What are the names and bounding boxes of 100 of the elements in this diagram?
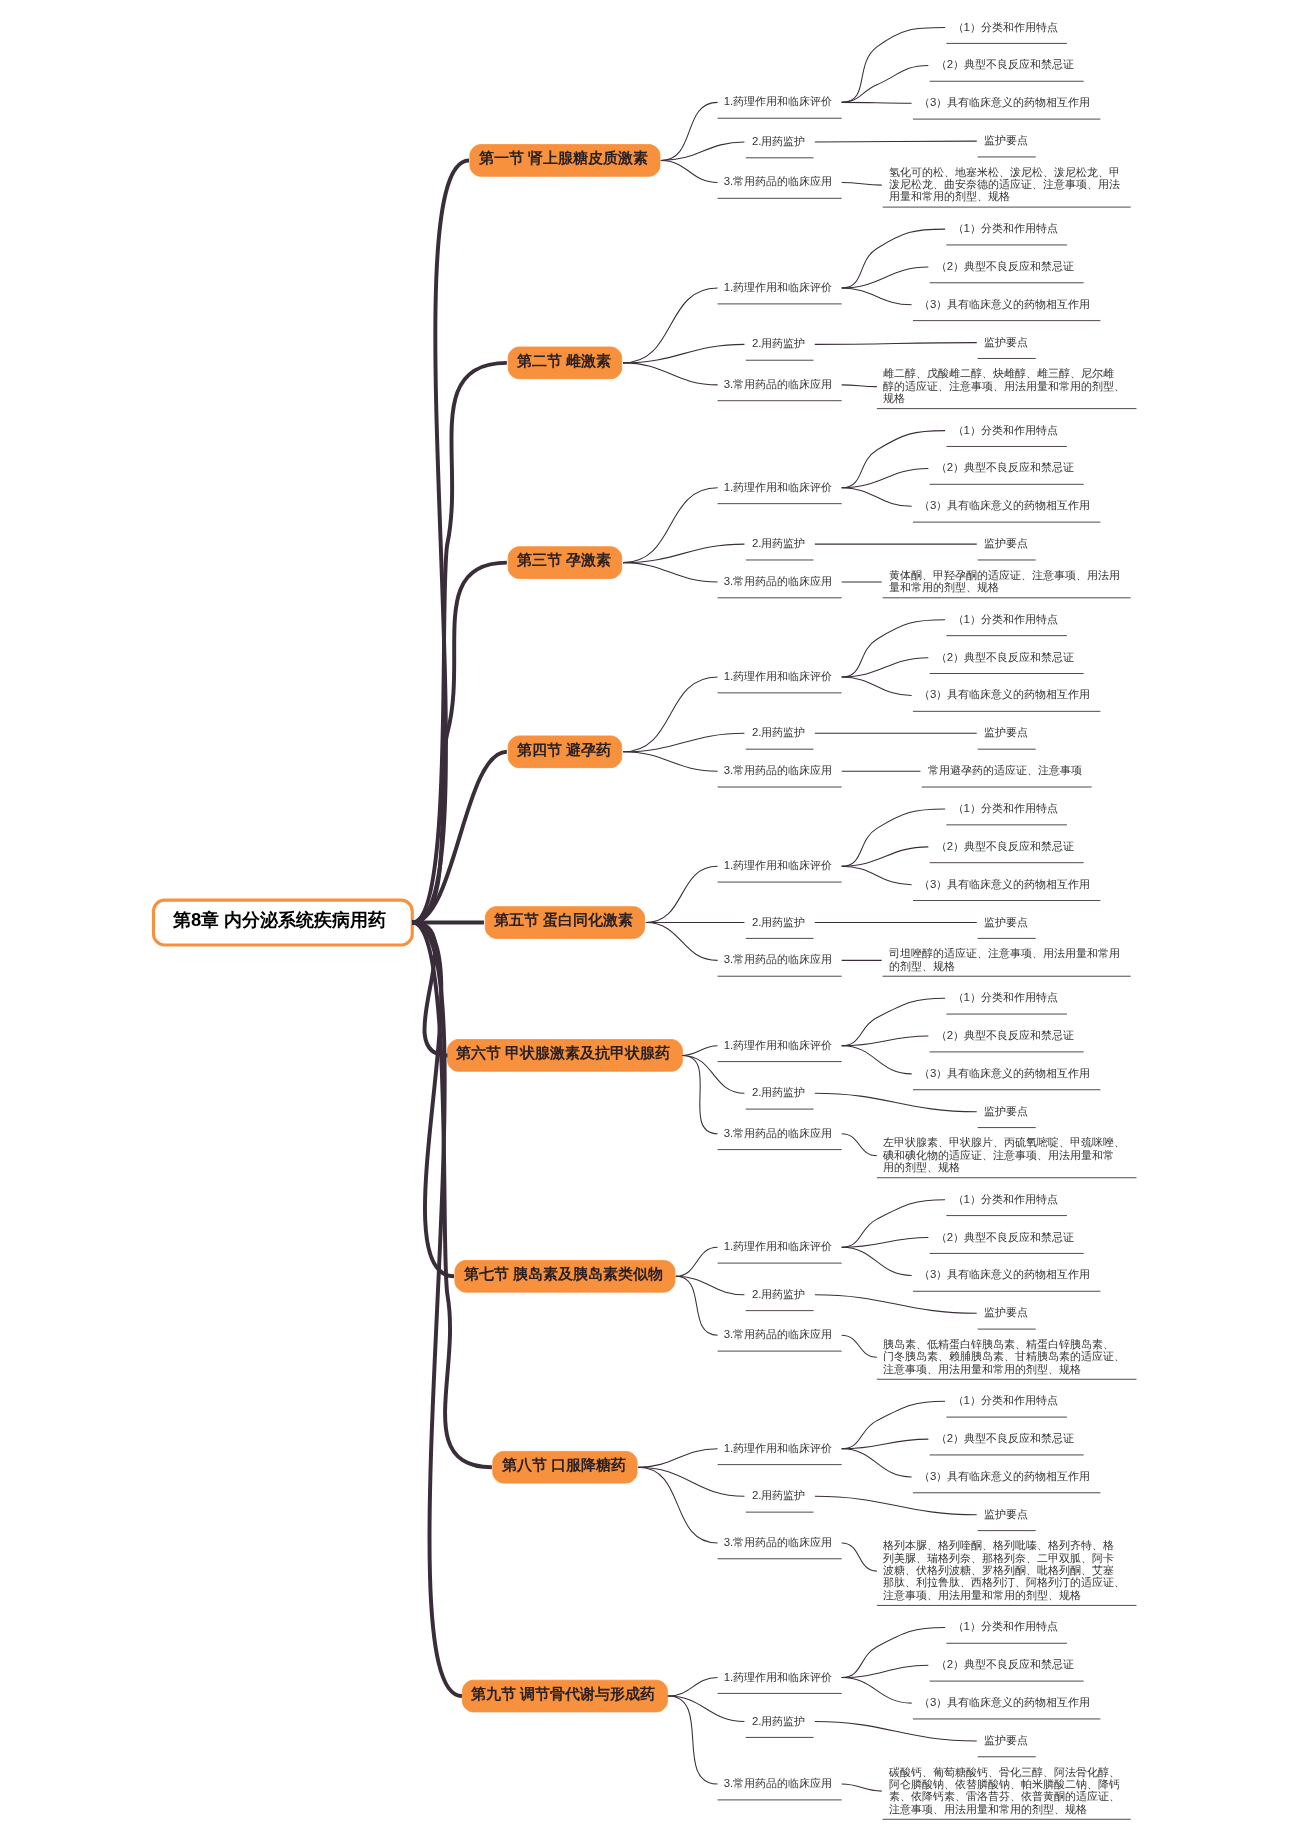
connector: [840, 1133, 877, 1157]
connector: [813, 1495, 977, 1516]
node-text: （1）分类和作用特点: [952, 423, 1058, 436]
node-text: 司坦唑醇的适应证、注意事项、用法用量和常用的剂型、规格: [888, 947, 1120, 972]
node-text: 1.药理作用和临床评价: [723, 1441, 832, 1454]
connector: [813, 922, 977, 924]
node-text: （2）典型不良反应和禁忌证: [935, 58, 1074, 71]
node-text: 2.用药监护: [751, 915, 805, 928]
node-text: 监护要点: [983, 1306, 1028, 1319]
node-text: 氢化可的松、地塞米松、泼尼松、泼尼松龙、甲泼尼松龙、曲安奈德的适应证、注意事项、用法用量和常用的剂型、规格: [888, 165, 1120, 203]
connector: [621, 562, 718, 583]
connector: [840, 959, 882, 961]
node-text: 3.常用药品的临床应用: [723, 764, 832, 777]
node-text: 雌二醇、戊酸雌二醇、炔雌醇、雌三醇、尼尔雌醇的适应证、注意事项、用法用量和常用的剂型、规格: [882, 367, 1125, 404]
node-text: 2.用药监护: [751, 1287, 805, 1300]
node-text: （3）具有临床意义的药物相互作用: [918, 96, 1090, 109]
connector: [840, 676, 912, 697]
node-box: 第六节 甲状腺激素及抗甲状腺药: [446, 1039, 683, 1072]
connector: [840, 266, 929, 289]
connector: [813, 1294, 977, 1314]
node-text: 1.药理作用和临床评价: [723, 670, 832, 683]
node-text: 1.药理作用和临床评价: [723, 859, 832, 872]
connector: [840, 1246, 912, 1276]
connector: [813, 543, 977, 545]
node-box: 第五节 蛋白同化激素: [484, 906, 645, 939]
node-text: （2）典型不良反应和禁忌证: [935, 1658, 1074, 1671]
node-text: （3）具有临床意义的药物相互作用: [918, 1066, 1090, 1079]
node-text: （1）分类和作用特点: [952, 1620, 1058, 1633]
node-box: 第二节 雌激素: [507, 346, 622, 380]
connector: [840, 1783, 882, 1792]
connector: [840, 287, 912, 306]
node-text: 3.常用药品的临床应用: [723, 1126, 832, 1139]
node-text: （2）典型不良反应和禁忌证: [935, 1230, 1074, 1243]
connector: [840, 1334, 877, 1358]
node-text: 2.用药监护: [751, 537, 805, 550]
connector: [840, 487, 912, 507]
node-box: 第九节 调节骨代谢与形成药: [461, 1679, 668, 1713]
connector: [840, 384, 877, 388]
connector: [840, 101, 912, 104]
node-box: 第一节 肾上腺糖皮质激素: [468, 144, 660, 177]
node-text: 3.常用药品的临床应用: [723, 175, 832, 188]
node-text: （2）典型不良反应和禁忌证: [935, 650, 1074, 663]
node-text: 监护要点: [983, 134, 1028, 147]
node-box: 第四节 避孕药: [507, 735, 622, 769]
node-text: （3）具有临床意义的药物相互作用: [918, 877, 1090, 890]
node-text: 2.用药监护: [751, 337, 805, 350]
connector: [813, 140, 977, 143]
node-text: （2）典型不良反应和禁忌证: [935, 1029, 1074, 1042]
connector: [840, 27, 946, 103]
node-text: 1.药理作用和临床评价: [723, 1240, 832, 1253]
node-text: 格列本脲、格列喹酮、格列吡嗪、格列齐特、格列美脲、瑞格列奈、那格列奈、二甲双胍、阿卡波糖、伏格列波糖、罗格列酮、吡格列酮、艾塞那肽、利拉鲁肽、西格列汀、阿格列汀的适应证、注意事项、用法用量和常用的剂型、规格: [882, 1539, 1125, 1601]
connector: [840, 64, 929, 103]
node-text: 监护要点: [983, 1733, 1028, 1746]
connector: [840, 1199, 946, 1248]
node-text: 左甲状腺素、甲状腺片、丙硫氧嘧啶、甲巯咪唑、碘和碘化物的适应证、注意事项、用法用量和常用的剂型、规格: [882, 1136, 1125, 1174]
node-box: 第8章 内分泌系统疾病用药: [151, 898, 414, 947]
node-text: （3）具有临床意义的药物相互作用: [918, 1696, 1090, 1709]
connector: [840, 808, 946, 867]
connector: [840, 228, 946, 289]
connector: [644, 922, 718, 961]
connector: [813, 1092, 977, 1113]
node-text: 监护要点: [983, 915, 1028, 928]
node-text: 2.用药监护: [751, 1714, 805, 1727]
node-text: （1）分类和作用特点: [952, 20, 1058, 33]
connector: [621, 362, 718, 386]
node-text: 2.用药监护: [751, 134, 805, 147]
node-text: 监护要点: [983, 537, 1028, 550]
node-text: 监护要点: [983, 1507, 1028, 1520]
node-text: （1）分类和作用特点: [952, 802, 1058, 815]
node-text: 黄体酮、甲羟孕酮的适应证、注意事项、用法用量和常用的剂型、规格: [888, 568, 1120, 594]
node-text: （3）具有临床意义的药物相互作用: [918, 1268, 1090, 1281]
node-text: 1.药理作用和临床评价: [723, 480, 832, 493]
connector: [636, 1466, 718, 1544]
node-text: 监护要点: [983, 1104, 1028, 1117]
node-text: 3.常用药品的临床应用: [723, 1535, 832, 1548]
node-text: 碳酸钙、葡萄糖酸钙、骨化三醇、阿法骨化醇、阿仑膦酸钠、依替膦酸钠、帕米膦酸二钠、降钙素、依降钙素、雷洛昔芬、依普黄酮的适应证、注意事项、用法用量和常用的剂型、规格: [888, 1765, 1120, 1815]
node-text: （1）分类和作用特点: [952, 222, 1058, 235]
connector: [813, 1721, 977, 1742]
node-text: （1）分类和作用特点: [952, 612, 1058, 625]
connector: [840, 1677, 912, 1704]
connector: [666, 1695, 718, 1785]
node-text: （1）分类和作用特点: [952, 1192, 1058, 1205]
connector: [840, 770, 921, 772]
connector: [840, 1045, 912, 1075]
connector: [840, 1448, 912, 1478]
node-text: 1.药理作用和临床评价: [723, 1670, 832, 1683]
node-text: 2.用药监护: [751, 726, 805, 739]
node-text: （2）典型不良反应和禁忌证: [935, 259, 1074, 272]
node-text: （1）分类和作用特点: [952, 991, 1058, 1004]
node-text: 监护要点: [983, 726, 1028, 739]
node-text: （3）具有临床意义的药物相互作用: [918, 688, 1090, 701]
node-text: 常用避孕药的适应证、注意事项: [927, 764, 1082, 777]
connector: [681, 1054, 718, 1135]
node-box: 第七节 胰岛素及胰岛素类似物: [454, 1260, 675, 1293]
node-text: （3）具有临床意义的药物相互作用: [918, 297, 1090, 310]
connector: [813, 732, 977, 734]
connector: [674, 1275, 718, 1336]
connector: [840, 1542, 877, 1572]
node-text: （2）典型不良反应和禁忌证: [935, 839, 1074, 852]
node-text: 胰岛素、低精蛋白锌胰岛素、精蛋白锌胰岛素、门冬胰岛素、赖脯胰岛素、甘精胰岛素的适应证、注意事项、用法用量和常用的剂型、规格: [882, 1337, 1125, 1375]
